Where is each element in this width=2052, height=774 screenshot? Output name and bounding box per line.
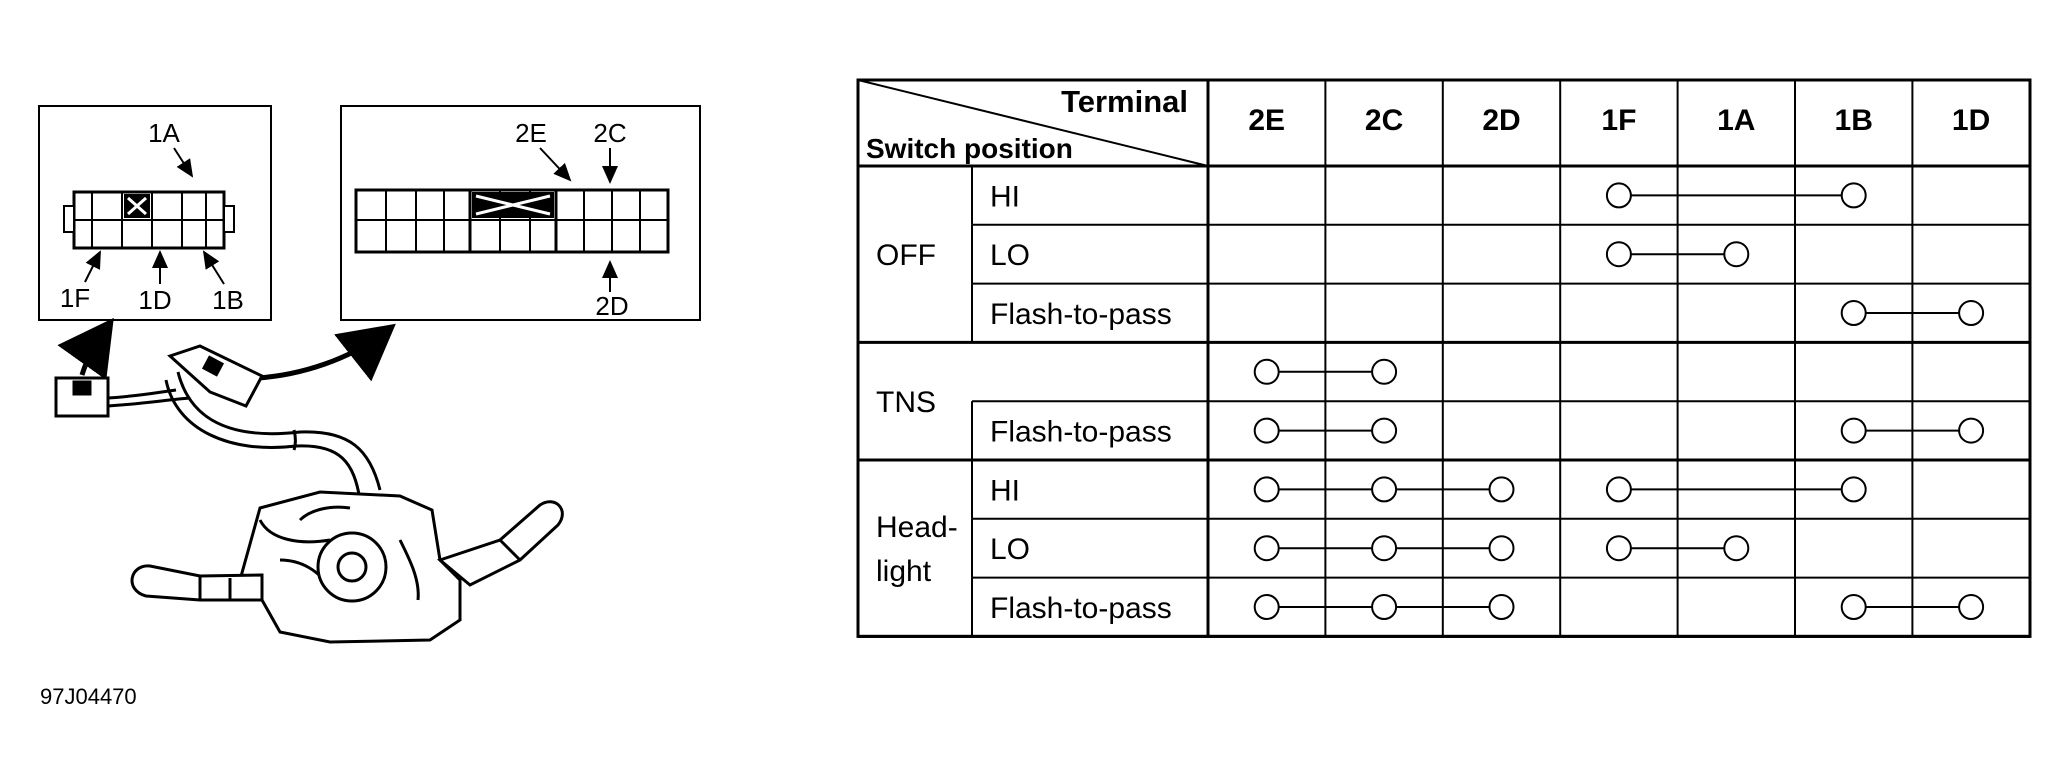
row-label: LO <box>990 533 1030 566</box>
combination-switch-illustration <box>54 344 564 644</box>
connector-a-body <box>63 190 235 250</box>
column-header-1b: 1B <box>1835 104 1873 137</box>
leader-arrow-b <box>257 323 396 382</box>
continuity-point-2c <box>1371 358 1398 385</box>
continuity-point-1b <box>1840 300 1867 326</box>
continuity-point-2d <box>1488 476 1515 503</box>
continuity-point-2e <box>1253 476 1280 503</box>
row-label: Flash-to-pass <box>990 416 1172 449</box>
continuity-point-2e <box>1253 535 1280 562</box>
column-header-1a: 1A <box>1717 104 1755 137</box>
connector-a-inset: 1A 1F 1D 1B <box>38 105 272 321</box>
pin-label-1b: 1B <box>212 285 244 315</box>
continuity-point-1b <box>1840 476 1867 503</box>
header-terminal: Terminal <box>1061 84 1188 119</box>
group-label-head-light: light <box>876 555 932 588</box>
row-label: HI <box>990 180 1020 213</box>
connector-b-inset: 2E 2C 2D <box>340 105 701 321</box>
pin-label-2c: 2C <box>593 118 626 148</box>
pin-label-2e: 2E <box>515 118 547 148</box>
continuity-point-1b <box>1840 182 1867 209</box>
column-header-2d: 2D <box>1482 104 1520 137</box>
group-label-head-light: Head- <box>876 511 958 544</box>
table-border <box>856 78 2032 638</box>
pin-label-1d: 1D <box>138 285 171 315</box>
figure-id: 97J04470 <box>40 684 137 709</box>
pin-label-1a: 1A <box>148 118 180 148</box>
continuity-point-2c <box>1371 594 1398 620</box>
header-diagonal <box>857 79 1209 167</box>
continuity-point-1f <box>1605 476 1632 503</box>
row-label: HI <box>990 474 1020 507</box>
continuity-point-2e <box>1253 417 1280 444</box>
group-label-tns: TNS <box>876 386 936 419</box>
row-label: Flash-to-pass <box>990 592 1172 625</box>
continuity-point-2c <box>1371 476 1398 503</box>
leader-arrow-a <box>57 317 114 381</box>
continuity-point-2e <box>1253 594 1280 620</box>
continuity-point-1f <box>1605 241 1632 268</box>
continuity-point-2d <box>1488 535 1515 562</box>
group-label-off: OFF <box>876 239 936 272</box>
continuity-point-1b <box>1840 594 1867 620</box>
pin-label-1f: 1F <box>60 283 90 313</box>
continuity-point-1a <box>1723 535 1750 562</box>
connector-b-body <box>354 188 670 254</box>
continuity-point-1d <box>1958 594 1985 620</box>
header-switch-position: Switch position <box>866 133 1073 164</box>
continuity-point-1d <box>1958 300 1985 326</box>
continuity-point-1a <box>1723 241 1750 268</box>
continuity-point-2d <box>1488 594 1515 620</box>
column-header-2e: 2E <box>1248 104 1285 137</box>
continuity-point-2e <box>1253 358 1280 385</box>
pin-label-2d: 2D <box>595 291 628 321</box>
continuity-point-1b <box>1840 417 1867 444</box>
continuity-point-2c <box>1371 535 1398 562</box>
column-header-2c: 2C <box>1365 104 1403 137</box>
continuity-point-1f <box>1605 182 1632 209</box>
row-label: LO <box>990 239 1030 272</box>
continuity-point-2c <box>1371 417 1398 444</box>
column-header-1d: 1D <box>1952 104 1990 137</box>
continuity-point-1d <box>1958 417 1985 444</box>
column-header-1f: 1F <box>1601 104 1636 137</box>
continuity-point-1f <box>1605 535 1632 562</box>
row-label: Flash-to-pass <box>990 298 1172 331</box>
